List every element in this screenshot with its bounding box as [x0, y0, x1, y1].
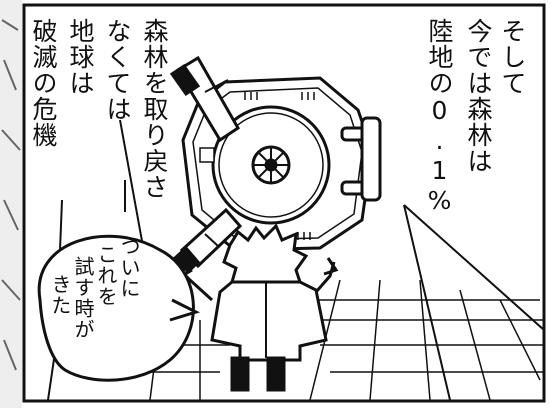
vault-door — [181, 76, 382, 252]
narration-line-4: 森林を取り戻さ — [140, 18, 169, 200]
narration-line-7: 破滅の危機 — [29, 18, 58, 148]
narration-line-1: そして — [498, 18, 527, 96]
hair — [222, 223, 309, 284]
hinge — [360, 116, 382, 202]
panel-border — [22, 3, 546, 403]
narration-line-3: 陸地の0.1% — [425, 18, 454, 216]
lower-canister — [172, 207, 243, 275]
left-leg — [230, 356, 250, 392]
speech-line-2: これを — [94, 244, 118, 307]
speech-line-3: 試す時が — [71, 256, 95, 340]
upper-canister — [169, 55, 240, 143]
narration-line-2: 今では森林は — [464, 18, 493, 174]
lab-coat — [210, 280, 328, 362]
adjacent-panel-strip — [0, 0, 22, 408]
narration-line-5: なくては — [103, 18, 132, 122]
speech-bubble-shape — [37, 234, 195, 382]
speech-line-4: きた — [48, 274, 72, 316]
speech-line-1: ついに — [117, 236, 141, 299]
narration-line-6: 地球は — [66, 18, 95, 96]
scientist-figure — [174, 223, 339, 392]
right-leg — [266, 356, 286, 392]
